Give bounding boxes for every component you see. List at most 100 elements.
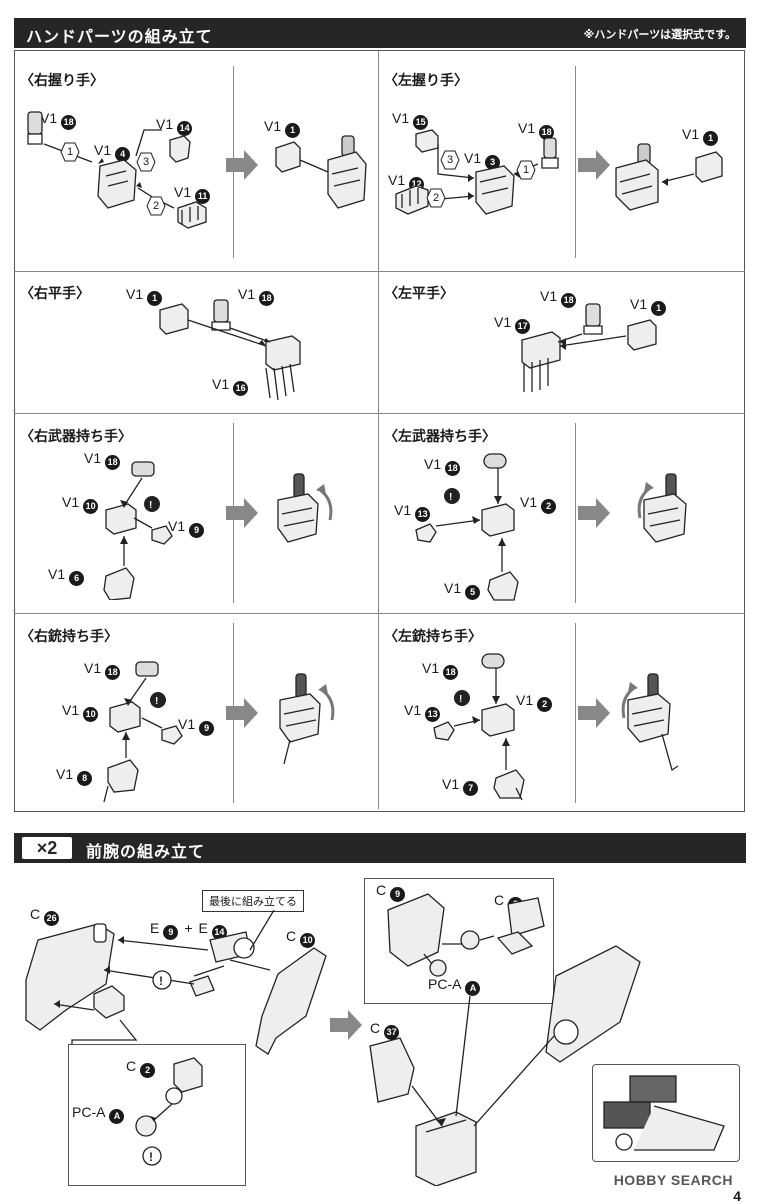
next-arrow [330,1010,362,1040]
part-number-badge: 5 [465,585,481,600]
next-arrow [578,498,610,528]
right-weapon-diagram: ! [103,461,173,600]
part-number-badge: 13 [415,507,431,522]
next-arrow [226,150,258,180]
part-number-badge: 14 [211,925,227,940]
divider [378,51,379,809]
section-title: 前腕の組み立て [86,844,206,861]
section-header-hand-parts: ハンドパーツの組み立て ※ハンドパーツは選択式です。 [14,18,746,48]
part-number-badge: 3 [485,155,501,170]
part-number-badge: 1 [285,123,301,138]
divider [14,613,745,614]
panel-title-left-grip: 〈左握り手〉 [384,72,468,88]
step-hex-2 [146,196,166,216]
section-title: ハンドパーツの組み立て [26,29,213,46]
part-number-badge: 8 [77,771,93,786]
left-weapon-diagram: ! [415,453,519,601]
part-number-badge: 10 [300,933,316,948]
right-grip-result [275,135,367,209]
panel-title-right-flat: 〈右平手〉 [20,285,90,301]
step-number: 2 [433,192,440,204]
part-number-badge: 11 [195,189,211,204]
svg-text:!: ! [149,1150,153,1164]
panel-title-left-gun: 〈左銃持ち手〉 [384,628,482,644]
part-number-badge: 4 [115,147,131,162]
panel-title-right-weapon: 〈右武器持ち手〉 [20,428,132,444]
part-number-badge: 14 [177,121,193,136]
divider [14,413,745,414]
divider [575,623,576,803]
part-number-badge: 18 [105,455,121,470]
left-grip-diagram [395,129,559,215]
part-number-badge: 10 [83,499,99,514]
part-number-badge: 15 [413,115,429,130]
next-arrow [226,698,258,728]
left-gun-diagram: ! [433,653,525,801]
subassembly-diagram [387,893,545,977]
part-number-badge: 18 [561,293,577,308]
step-hex-3 [136,152,156,172]
part-number-badge: 13 [425,707,441,722]
step-number: 1 [523,164,530,176]
right-weapon-result [277,473,333,543]
forearm-assembly-diagram [369,945,641,1186]
part-number-badge: 2 [140,1063,156,1078]
left-gun-result [621,673,679,772]
right-gun-diagram: ! [103,661,183,803]
part-number-badge: 18 [259,291,275,306]
part-number-badge: 1 [651,301,667,316]
part-number-badge: 1 [147,291,163,306]
part-number-badge: 9 [189,523,205,538]
forearm-part-diagram: ! [25,910,327,1090]
panel-title-left-flat: 〈左平手〉 [384,285,454,301]
svg-text:!: ! [459,694,462,705]
svg-text:!: ! [449,492,452,503]
right-gun-result [279,673,335,765]
part-number-badge: 16 [233,381,249,396]
next-arrow [578,698,610,728]
part-number-badge: 18 [445,461,461,476]
part-number-badge: 9 [390,887,406,902]
part-number-badge: 2 [541,499,557,514]
part-number-badge: 1 [703,131,719,146]
right-grip-diagram [27,111,207,229]
quantity-badge: ×2 [22,837,72,859]
section-note: ※ハンドパーツは選択式です。 [583,29,736,41]
step-number: 1 [67,146,74,158]
part-number-badge: 37 [384,1025,400,1040]
step-number: 3 [143,156,150,168]
next-arrow [226,498,258,528]
part-number-badge: 18 [539,125,555,140]
part-number-badge: 2 [537,697,553,712]
left-grip-result [615,143,723,211]
svg-text:!: ! [159,974,163,988]
panel-title-right-grip: 〈右握り手〉 [20,72,104,88]
part-number-badge: 6 [69,571,85,586]
watermark: HOBBY SEARCH [613,1172,733,1188]
